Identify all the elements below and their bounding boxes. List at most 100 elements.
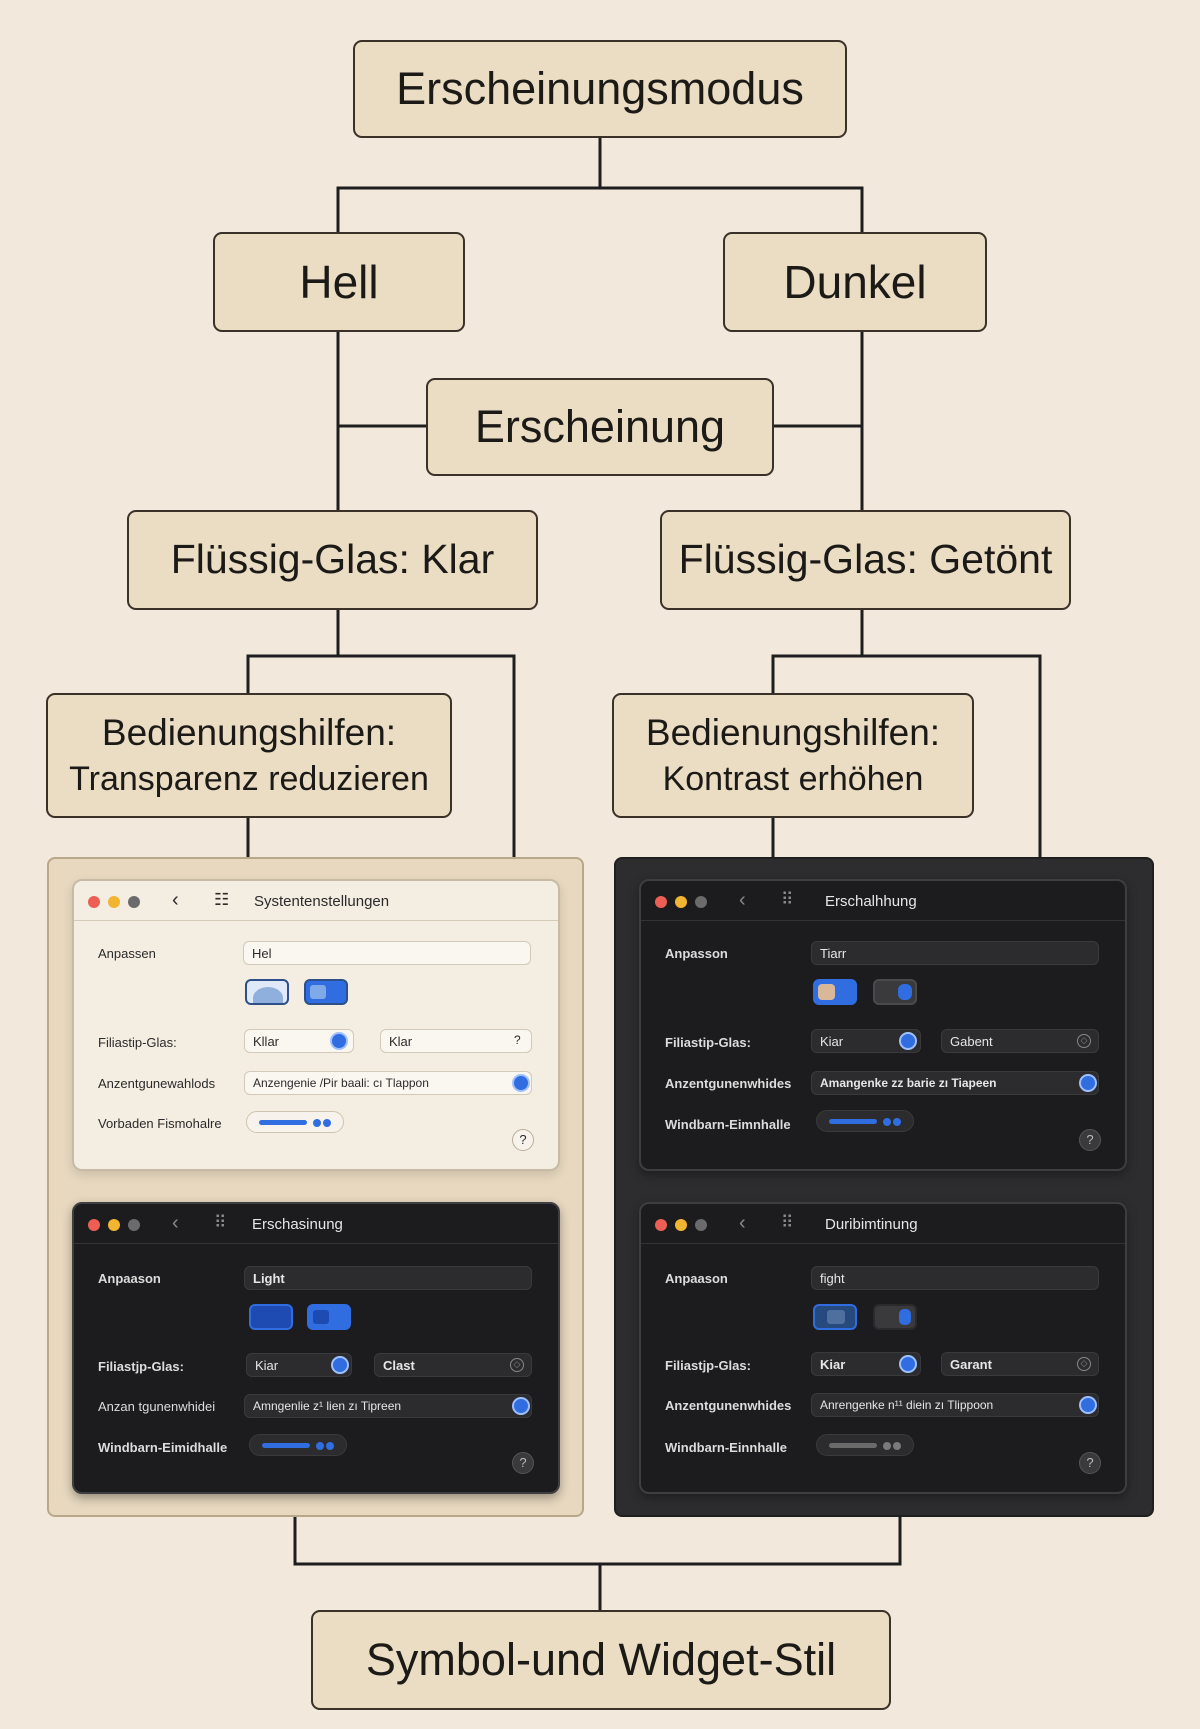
node-bedienungshilfen-transparenz-line2: Transparenz reduzieren bbox=[69, 760, 429, 799]
window-slider[interactable] bbox=[249, 1434, 347, 1456]
dark-mode-swatch[interactable] bbox=[307, 1304, 351, 1330]
node-fluessig-glas-getoent-label: Flüssig-Glas: Getönt bbox=[679, 536, 1053, 583]
display-option-field[interactable]: Amngenlie z¹ lien zı Tipreen bbox=[244, 1394, 532, 1418]
settings-window-dark-left: ‹ ⠿ Erschasinung Anpaason Light Filiastj… bbox=[72, 1202, 560, 1494]
window-title: Systentenstellungen bbox=[254, 893, 389, 910]
node-bedienungshilfen-transparenz-line1: Bedienungshilfen: bbox=[102, 712, 396, 755]
zoom-button[interactable] bbox=[128, 1219, 140, 1231]
settings-window-light: ‹ ☷ Systentenstellungen Anpassen Hel Fil… bbox=[72, 879, 560, 1171]
help-icon[interactable]: ? bbox=[1079, 1129, 1101, 1151]
node-hell: Hell bbox=[213, 232, 465, 332]
row-label-windbarn: Windbarn-Einnhalle bbox=[665, 1440, 787, 1455]
back-chevron-icon[interactable]: ‹ bbox=[739, 1212, 746, 1235]
node-symbol-widget-stil: Symbol-und Widget-Stil bbox=[311, 1610, 891, 1710]
display-option-icon[interactable] bbox=[512, 1397, 530, 1415]
close-button[interactable] bbox=[655, 1219, 667, 1231]
display-option-icon[interactable] bbox=[1079, 1396, 1097, 1414]
connector-panels-bottom bbox=[295, 1517, 900, 1564]
list-icon[interactable]: ☷ bbox=[214, 890, 229, 910]
zoom-button[interactable] bbox=[695, 1219, 707, 1231]
appearance-field[interactable]: fight bbox=[811, 1266, 1099, 1290]
back-chevron-icon[interactable]: ‹ bbox=[739, 889, 746, 912]
display-option-icon[interactable] bbox=[1079, 1074, 1097, 1092]
row-label-anzeige: Anzan tgunenwhidei bbox=[98, 1399, 215, 1414]
grid-icon[interactable]: ⠿ bbox=[214, 1213, 226, 1233]
glass-toggle-icon[interactable] bbox=[899, 1032, 917, 1050]
help-icon[interactable]: ? bbox=[512, 1129, 534, 1151]
display-option-field[interactable]: Amangenke zz barie zı Tiapeen bbox=[811, 1071, 1099, 1095]
display-option-icon[interactable] bbox=[512, 1074, 530, 1092]
node-bedienungshilfen-kontrast-line2: Kontrast erhöhen bbox=[663, 760, 924, 799]
light-mode-swatch[interactable] bbox=[245, 979, 289, 1005]
node-hell-label: Hell bbox=[299, 256, 378, 309]
node-bedienungshilfen-kontrast: Bedienungshilfen: Kontrast erhöhen bbox=[612, 693, 974, 818]
glass-toggle-icon[interactable] bbox=[330, 1032, 348, 1050]
zoom-button[interactable] bbox=[695, 896, 707, 908]
back-chevron-icon[interactable]: ‹ bbox=[172, 889, 179, 912]
display-option-field[interactable]: Anrengenke n¹¹ diein zı Tlippoon bbox=[811, 1393, 1099, 1417]
row-label-anpassen: Anpasson bbox=[665, 946, 728, 961]
grid-icon[interactable]: ⠿ bbox=[781, 1213, 793, 1233]
node-fluessig-glas-getoent: Flüssig-Glas: Getönt bbox=[660, 510, 1071, 610]
appearance-field[interactable]: Tiarr bbox=[811, 941, 1099, 965]
dropdown-stepper-icon[interactable]: ◇ bbox=[510, 1358, 524, 1372]
back-chevron-icon[interactable]: ‹ bbox=[172, 1212, 179, 1235]
row-label-anpassen: Anpaason bbox=[665, 1271, 728, 1286]
appearance-field[interactable]: Hel bbox=[243, 941, 531, 965]
help-icon[interactable]: ? bbox=[1079, 1452, 1101, 1474]
window-title: Erschalhhung bbox=[825, 893, 917, 910]
node-erscheinungsmodus: Erscheinungsmodus bbox=[353, 40, 847, 138]
row-label-anzeige: Anzentgunewahlods bbox=[98, 1076, 215, 1091]
glass-dropdown[interactable]: Gabent bbox=[941, 1029, 1099, 1053]
glass-toggle-icon[interactable] bbox=[331, 1356, 349, 1374]
minimize-button[interactable] bbox=[108, 1219, 120, 1231]
light-mode-swatch[interactable] bbox=[813, 979, 857, 1005]
dropdown-stepper-icon[interactable]: ◇ bbox=[1077, 1034, 1091, 1048]
connector-root-dunkel bbox=[600, 138, 862, 232]
dark-mode-swatch[interactable] bbox=[304, 979, 348, 1005]
glass-dropdown[interactable]: Garant bbox=[941, 1352, 1099, 1376]
row-label-anzeige: Anzentgunenwhides bbox=[665, 1076, 791, 1091]
zoom-button[interactable] bbox=[128, 896, 140, 908]
settings-window-dark-right-top: ‹ ⠿ Erschalhhung Anpasson Tiarr Filiasti… bbox=[639, 879, 1127, 1171]
grid-icon[interactable]: ⠿ bbox=[781, 890, 793, 910]
window-slider[interactable] bbox=[816, 1434, 914, 1456]
dark-mode-swatch[interactable] bbox=[873, 1304, 917, 1330]
dark-mode-swatch[interactable] bbox=[873, 979, 917, 1005]
node-bedienungshilfen-transparenz: Bedienungshilfen: Transparenz reduzieren bbox=[46, 693, 452, 818]
window-titlebar: ‹ ⠿ Duribimtinung bbox=[641, 1204, 1125, 1244]
window-slider[interactable] bbox=[246, 1111, 344, 1133]
minimize-button[interactable] bbox=[675, 896, 687, 908]
row-label-glas: Filiastip-Glas: bbox=[98, 1035, 177, 1050]
minimize-button[interactable] bbox=[675, 1219, 687, 1231]
node-dunkel: Dunkel bbox=[723, 232, 987, 332]
settings-window-dark-right-bottom: ‹ ⠿ Duribimtinung Anpaason fight Filiast… bbox=[639, 1202, 1127, 1494]
minimize-button[interactable] bbox=[108, 896, 120, 908]
light-mode-swatch[interactable] bbox=[813, 1304, 857, 1330]
node-erscheinung-label: Erscheinung bbox=[475, 401, 725, 453]
close-button[interactable] bbox=[655, 896, 667, 908]
node-fluessig-glas-klar: Flüssig-Glas: Klar bbox=[127, 510, 538, 610]
window-titlebar: ‹ ☷ Systentenstellungen bbox=[74, 881, 558, 921]
display-option-field[interactable]: Anzengenie /Pir baali: cı Tlappon bbox=[244, 1071, 532, 1095]
glass-dropdown[interactable]: Klar bbox=[380, 1029, 532, 1053]
light-mode-swatch[interactable] bbox=[249, 1304, 293, 1330]
window-slider[interactable] bbox=[816, 1110, 914, 1132]
node-dunkel-label: Dunkel bbox=[783, 256, 926, 309]
row-label-windbarn: Windbarn-Eimnhalle bbox=[665, 1117, 791, 1132]
glass-dropdown[interactable]: Clast bbox=[374, 1353, 532, 1377]
dropdown-stepper-icon[interactable]: ◇ bbox=[1077, 1357, 1091, 1371]
node-erscheinung: Erscheinung bbox=[426, 378, 774, 476]
window-titlebar: ‹ ⠿ Erschasinung bbox=[74, 1204, 558, 1244]
node-symbol-widget-stil-label: Symbol-und Widget-Stil bbox=[366, 1634, 836, 1686]
close-button[interactable] bbox=[88, 1219, 100, 1231]
appearance-field[interactable]: Light bbox=[244, 1266, 532, 1290]
node-bedienungshilfen-kontrast-line1: Bedienungshilfen: bbox=[646, 712, 940, 755]
glass-toggle-icon[interactable] bbox=[899, 1355, 917, 1373]
close-button[interactable] bbox=[88, 896, 100, 908]
row-label-vorbaden: Vorbaden Fismohalre bbox=[98, 1116, 222, 1131]
window-titlebar: ‹ ⠿ Erschalhhung bbox=[641, 881, 1125, 921]
row-label-anzeige: Anzentgunenwhides bbox=[665, 1398, 791, 1413]
row-label-windbarn: Windbarn-Eimidhalle bbox=[98, 1440, 227, 1455]
help-icon[interactable]: ? bbox=[512, 1452, 534, 1474]
